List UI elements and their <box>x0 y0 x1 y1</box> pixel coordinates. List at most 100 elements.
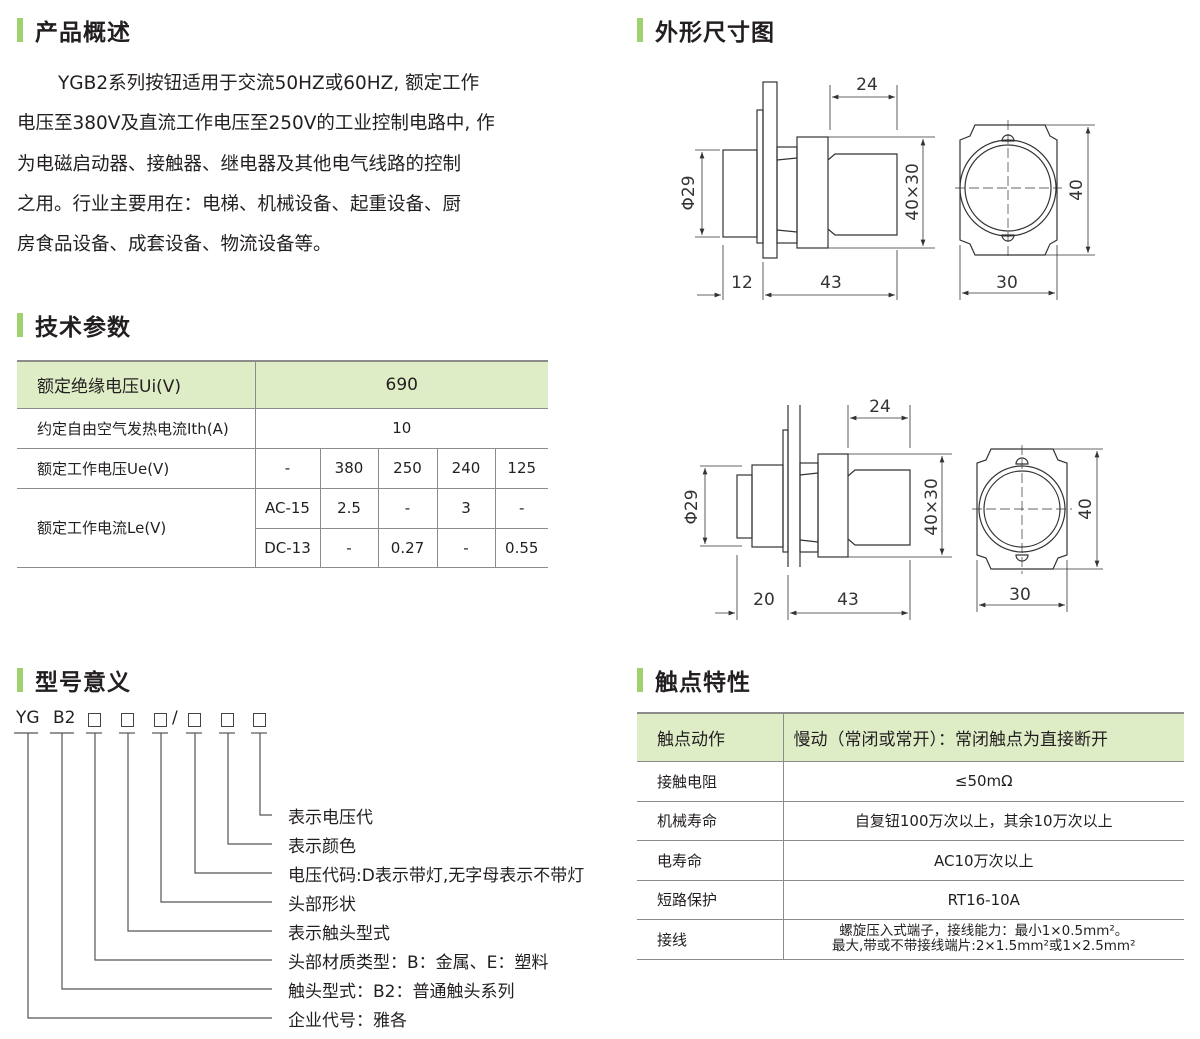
table-row: 额定工作电流Le(V) AC-15 2.5 - 3 - <box>17 488 548 568</box>
dim-label: 40 <box>1076 498 1096 520</box>
table-row: 额定工作电压Ue(V) - 380 250 240 125 <box>17 448 548 489</box>
model-code-slash: / <box>172 708 178 728</box>
dim-label: 43 <box>820 273 842 293</box>
param-value: 0.27 <box>377 528 437 568</box>
param-label: 额定绝缘电压Ui(V) <box>17 360 255 409</box>
param-label: 额定工作电压Ue(V) <box>17 448 255 489</box>
model-label: 触头型式：B2：普通触头系列 <box>288 982 515 1002</box>
front-view-drawing-1 <box>955 120 1095 300</box>
table-row: 短路保护 RT16-10A <box>637 880 1184 920</box>
side-view-drawing-2 <box>700 405 952 620</box>
heading-text: 型号意义 <box>35 670 131 696</box>
model-label: 表示颜色 <box>288 837 356 857</box>
overview-line: 房食品设备、成套设备、物流设备等。 <box>17 234 332 256</box>
contact-label: 接线 <box>637 919 783 960</box>
param-value: 3 <box>436 488 495 529</box>
param-value: 125 <box>494 448 548 489</box>
section-params-heading: 技术参数 <box>17 311 131 341</box>
model-label: 表示触头型式 <box>288 924 390 944</box>
model-label: 头部材质类型：B：金属、E：塑料 <box>288 953 549 973</box>
model-code-company: YG <box>16 708 40 728</box>
overview-paragraph: YGB2系列按钮适用于交流50HZ或60HZ, 额定工作 电压至380V及直流工… <box>17 64 557 265</box>
param-label: 额定工作电流Le(V) <box>17 488 255 568</box>
contact-label: 短路保护 <box>637 880 783 920</box>
param-value: - <box>254 448 320 489</box>
dim-label: 40×30 <box>903 163 923 221</box>
contact-label: 触点动作 <box>637 712 783 762</box>
model-label: 电压代码:D表示带灯,无字母表示不带灯 <box>288 866 585 886</box>
heading-text: 产品概述 <box>35 20 131 46</box>
model-label: 表示电压代 <box>288 808 373 828</box>
param-value: 0.55 <box>494 528 548 568</box>
overview-line: YGB2系列按钮适用于交流50HZ或60HZ, 额定工作 <box>58 73 480 94</box>
table-row: 接触电阻 ≤50mΩ <box>637 761 1184 802</box>
contact-value: ≤50mΩ <box>782 761 1184 802</box>
param-value: 690 <box>254 360 548 409</box>
model-placeholder-box <box>154 713 167 727</box>
contact-value: 慢动（常闭或常开）：常闭触点为直接断开 <box>782 712 1184 762</box>
section-overview-heading: 产品概述 <box>17 16 131 46</box>
category-label: DC-13 <box>254 528 320 568</box>
heading-accent-bar <box>637 668 643 692</box>
dim-label: 24 <box>856 75 878 95</box>
param-value: 240 <box>436 448 495 489</box>
category-label: AC-15 <box>254 488 320 529</box>
table-row: 电寿命 AC10万次以上 <box>637 840 1184 881</box>
contact-value-line: 螺旋压入式端子，接线能力：最小1×0.5mm²。 <box>839 923 1129 939</box>
overview-line: 为电磁启动器、接触器、继电器及其他电气线路的控制 <box>17 153 462 175</box>
section-contact-heading: 触点特性 <box>637 666 751 696</box>
param-value: 10 <box>254 408 548 449</box>
table-row: 约定自由空气发热电流Ith(A) 10 <box>17 408 548 449</box>
heading-text: 触点特性 <box>655 670 751 696</box>
params-table: 额定绝缘电压Ui(V) 690 约定自由空气发热电流Ith(A) 10 额定工作… <box>17 360 548 568</box>
heading-text: 技术参数 <box>35 315 131 341</box>
contact-value-line: 最大,带或不带接线端片:2×1.5mm²或1×2.5mm² <box>831 938 1136 954</box>
dim-label: 24 <box>869 397 891 417</box>
param-value: - <box>436 528 495 568</box>
dim-label: 12 <box>731 273 753 293</box>
param-value: 250 <box>377 448 437 489</box>
dim-label: 43 <box>837 590 859 610</box>
heading-accent-bar <box>17 18 23 42</box>
dim-label: Φ29 <box>679 175 699 210</box>
heading-accent-bar <box>637 18 643 42</box>
contact-value: RT16-10A <box>782 880 1184 920</box>
model-code-contact: B2 <box>53 708 76 728</box>
dim-label: 20 <box>753 590 775 610</box>
contact-value: AC10万次以上 <box>782 840 1184 881</box>
section-model-heading: 型号意义 <box>17 666 131 696</box>
model-label: 头部形状 <box>288 895 356 915</box>
model-placeholder-box <box>121 713 134 727</box>
dim-label: 30 <box>996 273 1018 293</box>
param-value: - <box>377 488 437 529</box>
param-label: 约定自由空气发热电流Ith(A) <box>17 408 255 449</box>
model-placeholder-box <box>253 713 266 727</box>
overview-line: 电压至380V及直流工作电压至250V的工业控制电路中, 作 <box>17 113 495 135</box>
model-placeholder-box <box>88 713 101 727</box>
overview-line: 之用。行业主要用在：电梯、机械设备、起重设备、厨 <box>17 193 462 215</box>
table-row: 接线 螺旋压入式端子，接线能力：最小1×0.5mm²。 最大,带或不带接线端片:… <box>637 919 1184 960</box>
param-value: - <box>319 528 378 568</box>
dim-label: 40×30 <box>922 478 942 536</box>
side-view-drawing-1 <box>695 81 935 300</box>
contact-label: 电寿命 <box>637 840 783 881</box>
section-dimensions-heading: 外形尺寸图 <box>637 16 775 46</box>
model-placeholder-box <box>221 713 234 727</box>
contact-value: 螺旋压入式端子，接线能力：最小1×0.5mm²。 最大,带或不带接线端片:2×1… <box>782 919 1184 960</box>
heading-text: 外形尺寸图 <box>655 20 775 46</box>
model-placeholder-box <box>188 713 201 727</box>
contact-value: 自复钮100万次以上，其余10万次以上 <box>782 801 1184 841</box>
model-label: 企业代号：雅各 <box>288 1011 407 1031</box>
param-value: 380 <box>319 448 378 489</box>
param-value: 2.5 <box>319 488 378 529</box>
heading-accent-bar <box>17 313 23 337</box>
front-view-drawing-2 <box>972 445 1103 612</box>
dimension-drawings: 24 40×30 Φ29 12 43 40 30 <box>679 75 1103 620</box>
contact-label: 接触电阻 <box>637 761 783 802</box>
dim-label: 40 <box>1067 179 1087 201</box>
heading-accent-bar <box>17 668 23 692</box>
param-value: - <box>494 488 548 529</box>
table-row: 机械寿命 自复钮100万次以上，其余10万次以上 <box>637 801 1184 841</box>
model-leader-lines <box>14 732 272 1019</box>
